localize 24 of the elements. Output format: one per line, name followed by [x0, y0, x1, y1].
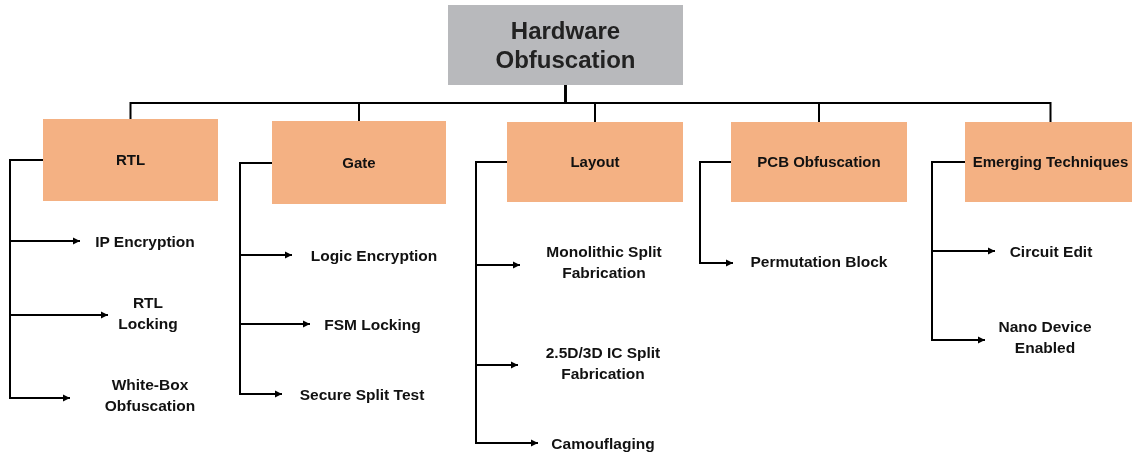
leaf-label: Secure Split Test	[282, 383, 442, 405]
root-box: Hardware Obfuscation	[448, 5, 683, 85]
leaf-label: FSM Locking	[310, 313, 435, 335]
category-box: PCB Obfuscation	[731, 122, 907, 202]
arrow	[475, 161, 539, 447]
arrow	[9, 159, 71, 402]
leaf-label: 2.5D/3D IC Split Fabrication	[518, 341, 688, 385]
leaf-label: Monolithic Split Fabrication	[520, 240, 688, 284]
arrow	[699, 161, 734, 267]
leaf-label: Nano Device Enabled	[985, 315, 1105, 359]
leaf-label: RTL Locking	[108, 288, 188, 338]
arrow	[931, 161, 986, 344]
category-box: RTL	[43, 119, 218, 201]
leaf-label: Camouflaging	[538, 432, 668, 454]
category-box: Gate	[272, 121, 446, 204]
category-box: Emerging Techniques	[965, 122, 1132, 202]
leaf-label: Permutation Block	[733, 250, 905, 272]
leaf-label: White-Box Obfuscation	[70, 373, 230, 417]
leaf-label: Circuit Edit	[995, 240, 1107, 262]
category-box: Layout	[507, 122, 683, 202]
leaf-label: IP Encryption	[80, 230, 210, 252]
leaf-label: Logic Encryption	[292, 244, 456, 266]
connector-line	[564, 84, 1052, 123]
arrow	[239, 162, 283, 398]
